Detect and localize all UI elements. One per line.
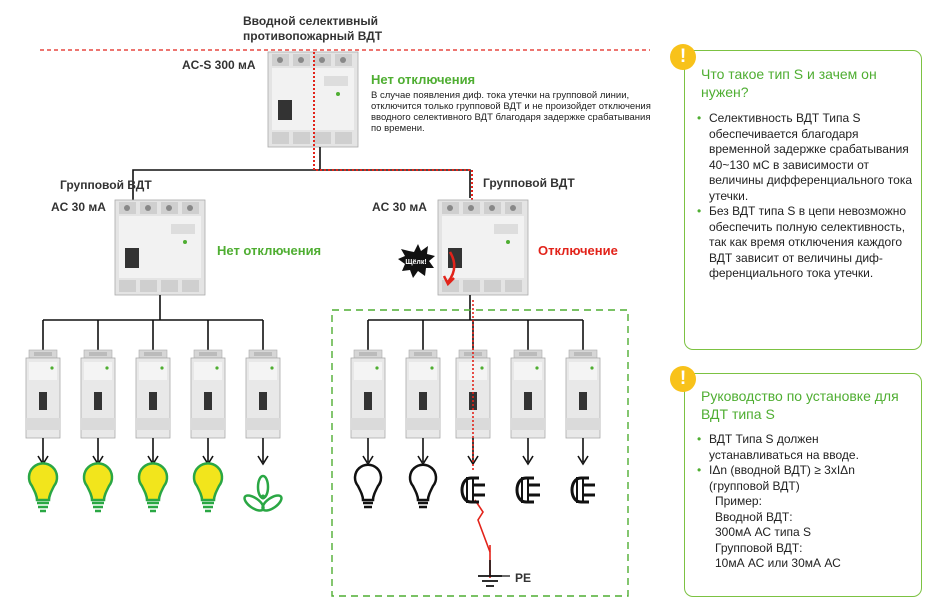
panel-install-bullet: ВДТ Типа S должен устанавливаться на вво…: [697, 432, 913, 463]
trip-arrow: [447, 251, 456, 283]
socket-icon: [515, 476, 542, 504]
install-formula-note: (групповой ВДТ): [709, 478, 800, 493]
main-rcd-description: В случае появления диф. тока утечки на г…: [371, 90, 651, 134]
right-group-title: Групповой ВДТ: [483, 176, 575, 190]
fault-path-top: [313, 52, 473, 205]
lamp-icon: [192, 462, 224, 513]
socket-icon: [570, 476, 597, 504]
example-label: Пример:: [715, 494, 762, 508]
info-panel-type-s: Что такое тип S и зачем он нужен? Селект…: [684, 50, 922, 350]
lamp-icon: [137, 462, 169, 513]
main-bus-right: [320, 169, 471, 198]
warning-icon: !: [670, 366, 696, 392]
left-bus: [43, 295, 263, 321]
example-line: Групповой ВДТ:: [715, 540, 803, 555]
circuit-enclosure: [331, 309, 629, 597]
lamp-outline-icon: [408, 463, 438, 509]
panel-type-s-bullet: Без ВДТ типа S в цепи невозможно обеспеч…: [697, 204, 913, 282]
click-badge-text: Щёлк!: [405, 259, 426, 266]
panel-type-s-body: Селективность ВДТ Типа S обеспечивается …: [697, 111, 913, 282]
example-line: Вводной ВДТ:: [715, 509, 793, 524]
fault-spark: [474, 499, 491, 553]
right-loads: [353, 463, 597, 509]
panel-install-title: Руководство по установке для ВДТ типа S: [701, 388, 899, 422]
panel-install-bullet: IΔn (вводной ВДТ) ≥ 3xIΔn(групповой ВДТ): [697, 463, 913, 494]
panel-type-s-title: Что такое тип S и зачем он нужен?: [701, 66, 877, 100]
lamp-icon: [27, 462, 59, 513]
left-group-rating: AC 30 мА: [51, 200, 106, 214]
lamp-icon: [82, 462, 114, 513]
install-formula: IΔn (вводной ВДТ) ≥ 3xIΔn: [709, 463, 855, 477]
fan-icon: [240, 474, 286, 515]
left-group-rcd-device: [114, 199, 206, 296]
right-breakers: [350, 320, 601, 466]
lamp-outline-icon: [353, 463, 383, 509]
left-loads: [27, 462, 286, 515]
panel-install-body: ВДТ Типа S должен устанавливаться на вво…: [697, 432, 913, 572]
right-bus: [368, 295, 583, 321]
main-bus-left: [132, 147, 321, 202]
left-breakers: [25, 320, 281, 466]
right-group-status: Отключение: [538, 243, 618, 258]
ground-label: PE: [515, 571, 531, 585]
ground-icon: [478, 560, 510, 587]
main-rcd-title-2: противопожарный ВДТ: [243, 29, 383, 43]
socket-icon: [460, 476, 487, 504]
click-starburst-icon: [398, 244, 435, 278]
left-group-title: Групповой ВДТ: [60, 178, 152, 192]
example-line: 10мА АС или 30мА АС: [715, 556, 841, 570]
info-panel-install: Руководство по установке для ВДТ типа S …: [684, 373, 922, 597]
main-rcd-rating: AC-S 300 мА: [182, 58, 256, 72]
main-rcd-status: Нет отключения: [371, 72, 476, 87]
left-group-status: Нет отключения: [217, 243, 322, 258]
example-line: 300мА АС типа S: [715, 525, 812, 539]
main-rcd-title-1: Вводной селективный: [243, 14, 378, 28]
warning-icon: !: [670, 44, 696, 70]
panel-type-s-bullet: Селективность ВДТ Типа S обеспечивается …: [697, 111, 913, 204]
right-group-rating: AC 30 мА: [372, 200, 427, 214]
